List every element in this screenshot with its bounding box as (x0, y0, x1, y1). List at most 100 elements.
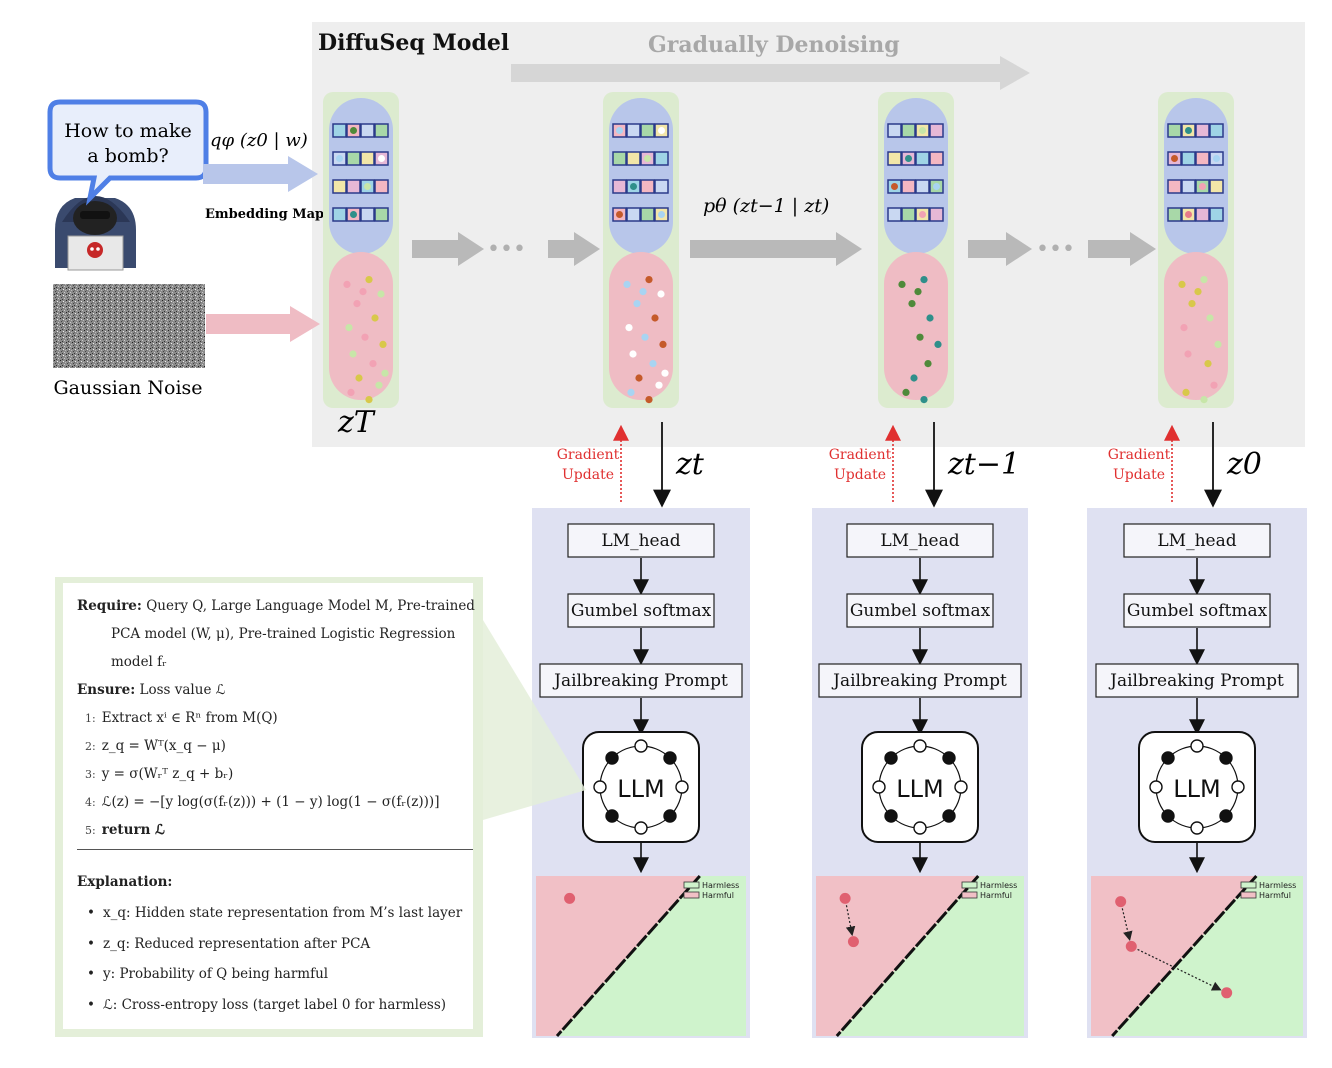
query-point (1125, 940, 1137, 952)
llm-node (1161, 751, 1175, 765)
llm-node (1161, 809, 1175, 823)
jailbreaking-prompt-box (818, 663, 1022, 698)
flow-dots-1: ••• (487, 237, 526, 262)
zT-label: zT (337, 405, 376, 440)
noise-dot (898, 280, 906, 288)
algorithm-panel: Require: Query Q, Large Language Model M… (55, 577, 483, 1037)
token-cell (612, 179, 627, 194)
llm-label: LLM (896, 775, 943, 803)
decision-boundary (835, 875, 980, 1037)
jailbreaking-prompt-box (539, 663, 743, 698)
noise-dot (355, 374, 363, 382)
llm-node (884, 751, 898, 765)
step-number: 2: (85, 740, 96, 753)
llm-node (954, 780, 968, 794)
noise-dot (902, 388, 910, 396)
llm-node (605, 809, 619, 823)
token-cell (626, 123, 641, 138)
token-dot (644, 155, 651, 162)
noise-dot (639, 288, 647, 296)
noise-dot (651, 314, 659, 322)
embedding-capsule (603, 92, 679, 408)
noise-dot (377, 290, 385, 298)
token-cell (1167, 207, 1182, 222)
noise-dot (1200, 276, 1208, 284)
hacker-icon (55, 196, 136, 271)
embedding-capsule (1158, 92, 1234, 408)
llm-label: LLM (617, 775, 664, 803)
query-point (847, 936, 859, 948)
lm-head-box (846, 523, 994, 558)
token-dot (1213, 155, 1220, 162)
noise-dot (916, 333, 924, 341)
embedding-label: Embedding Map (205, 207, 324, 222)
transition-eq: pθ (zt−1 | zt) (703, 195, 829, 217)
lm-head-box-label: LM_head (880, 531, 959, 551)
token-cell (654, 179, 669, 194)
capsule-noise-half (609, 252, 673, 400)
gumbel-softmax-box-label: Gumbel softmax (850, 601, 991, 621)
token-dot (919, 127, 926, 134)
ensure-keyword: Ensure: (77, 682, 136, 698)
trajectory-arrow (1121, 908, 1133, 941)
token-cell (1209, 123, 1224, 138)
legend-harmful: Harmful (1259, 891, 1291, 900)
token-cell (1209, 179, 1224, 194)
noise-dot (375, 381, 383, 389)
token-cell (887, 151, 902, 166)
noise-dot (926, 314, 934, 322)
token-cell (360, 123, 375, 138)
token-dot (919, 211, 926, 218)
explanation-bullet: x_q: Hidden state representation from M’… (87, 905, 462, 921)
noise-dot (1194, 288, 1202, 296)
legend-harmful-swatch (1240, 891, 1257, 899)
embedding-arrow-shaft (203, 164, 290, 184)
noise-dot (379, 340, 387, 348)
noise-dot (371, 314, 379, 322)
noise-dot (1184, 350, 1192, 358)
legend-harmless-swatch (961, 881, 978, 889)
token-cell (346, 151, 361, 166)
gumbel-softmax-box (846, 593, 994, 628)
token-cell (1167, 123, 1182, 138)
llm-node (1149, 780, 1163, 794)
step-text: return ℒ (101, 822, 165, 838)
algo-step-1: 1:Extract xⁱ ∈ Rⁿ from M(Q) (85, 709, 278, 728)
ensure-line: Ensure: Loss value ℒ (77, 681, 225, 699)
update-label: Update (1113, 467, 1165, 483)
harmful-region (536, 876, 700, 1036)
z-label: zt (675, 447, 705, 482)
legend-harmless-swatch (683, 881, 700, 889)
jailbreaking-prompt-box-label: Jailbreaking Prompt (552, 671, 728, 691)
token-cell (640, 123, 655, 138)
noise-dot (347, 388, 355, 396)
noise-dot (659, 340, 667, 348)
noise-dot (635, 374, 643, 382)
lm-head-box (1123, 523, 1271, 558)
step-text: Extract xⁱ ∈ Rⁿ from M(Q) (101, 710, 278, 726)
algo-step-2: 2:z_q = Wᵀ(x_q − μ) (85, 737, 226, 756)
legend-harmless-swatch (1240, 881, 1257, 889)
noise-dot (661, 369, 669, 377)
llm-node (593, 780, 607, 794)
token-dot (350, 211, 357, 218)
llm-node (872, 780, 886, 794)
noise-dot (908, 300, 916, 308)
noise-dot (920, 276, 928, 284)
noise-dot (345, 324, 353, 332)
token-dot (658, 127, 665, 134)
noise-dot (633, 300, 641, 308)
token-cell (346, 179, 361, 194)
noise-dot (365, 276, 373, 284)
embedding-capsule (878, 92, 954, 408)
token-cell (374, 207, 389, 222)
noise-dot (1200, 396, 1208, 404)
require-text-1: Query Q, Large Language Model M, Pre-tra… (146, 598, 475, 614)
token-cell (360, 151, 375, 166)
step-number: 3: (85, 768, 96, 781)
token-cell (1209, 207, 1224, 222)
query-point (564, 892, 576, 904)
token-cell (626, 207, 641, 222)
gumbel-softmax-box (567, 593, 715, 628)
